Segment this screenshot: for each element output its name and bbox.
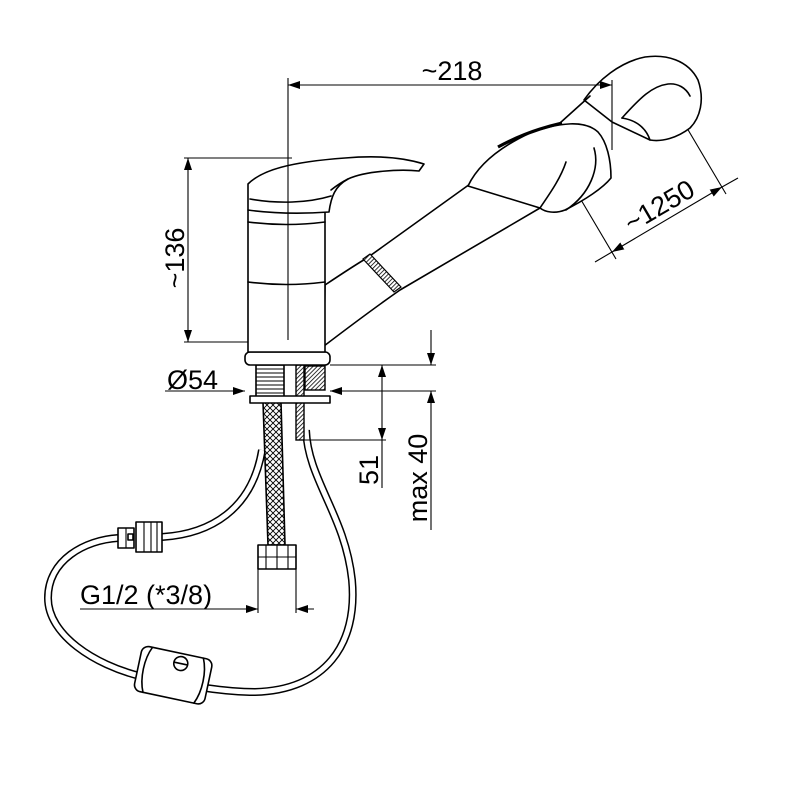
- mounting-hardware: [249, 364, 331, 441]
- dimension-hose-length: ~1250: [594, 174, 739, 263]
- overall-height-label: ~136: [160, 228, 190, 289]
- hose-weight: [133, 645, 213, 705]
- dimension-connection-thread: G1/2 (*3/8): [80, 569, 314, 613]
- spray-head: [467, 55, 702, 213]
- dimension-max-counter-thickness: max 40: [403, 330, 435, 530]
- pull-out-hose: [43, 429, 357, 697]
- dimension-shank-length: 51: [354, 365, 386, 488]
- dimension-overall-height: ~136: [160, 157, 292, 343]
- faucet-lever: [247, 156, 425, 214]
- connection-thread-label: G1/2 (*3/8): [80, 580, 212, 610]
- supply-hose: [262, 401, 286, 546]
- hose-coupling: [117, 521, 163, 553]
- hose-length-label: ~1250: [619, 174, 700, 238]
- supply-connection-nut: [257, 544, 297, 570]
- faucet-body: [247, 209, 326, 353]
- spout-band: [362, 253, 402, 293]
- dimension-overall-reach: ~218: [287, 56, 613, 340]
- fixing-nut: [304, 365, 326, 391]
- shank-length-label: 51: [354, 455, 384, 485]
- faucet-base: [244, 351, 331, 366]
- coupling-pin-icon: [127, 533, 134, 541]
- max-counter-thickness-label: max 40: [403, 434, 433, 523]
- faucet: [244, 156, 541, 366]
- base-diameter-label: Ø54: [167, 365, 218, 395]
- overall-reach-label: ~218: [422, 56, 483, 86]
- fixing-plate: [249, 395, 331, 404]
- spout: [323, 183, 541, 347]
